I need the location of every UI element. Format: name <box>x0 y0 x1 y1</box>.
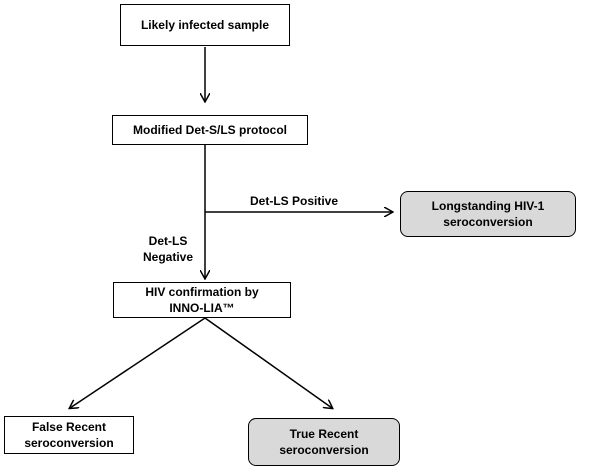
node-false-recent-line2: seroconversion <box>24 436 114 450</box>
arrow-confirmation-to-false-recent <box>70 317 206 408</box>
node-longstanding-line1: Longstanding HIV-1 <box>431 199 545 213</box>
node-hiv-confirmation-line1: HIV confirmation by <box>145 285 259 299</box>
node-false-recent-line1: False Recent <box>31 420 107 434</box>
arrow-confirmation-to-true-recent <box>204 317 332 408</box>
node-hiv-confirmation: HIV confirmation by INNO-LIA™ <box>113 282 291 318</box>
node-false-recent-seroconversion: False Recent seroconversion <box>4 416 134 454</box>
node-longstanding-seroconversion: Longstanding HIV-1 seroconversion <box>400 191 576 237</box>
node-true-recent-seroconversion: True Recent seroconversion <box>248 418 400 466</box>
edge-label-det-ls-positive: Det-LS Positive <box>250 194 339 208</box>
node-likely-infected-sample-text: Likely infected sample <box>140 18 270 32</box>
node-hiv-confirmation-line2: INNO-LIA™ <box>169 301 235 315</box>
node-true-recent-line1: True Recent <box>289 427 359 441</box>
edge-label-det-ls-negative-line1: Det-LS <box>148 234 188 248</box>
edge-label-det-ls-negative-line2: Negative <box>142 250 194 264</box>
node-modified-protocol: Modified Det-S/LS protocol <box>112 115 308 145</box>
node-longstanding-line2: seroconversion <box>443 215 533 229</box>
node-true-recent-line2: seroconversion <box>279 443 369 457</box>
node-modified-protocol-text: Modified Det-S/LS protocol <box>133 123 287 137</box>
edge-label-det-ls-negative: Det-LS Negative <box>140 233 196 265</box>
node-likely-infected-sample: Likely infected sample <box>120 4 290 46</box>
